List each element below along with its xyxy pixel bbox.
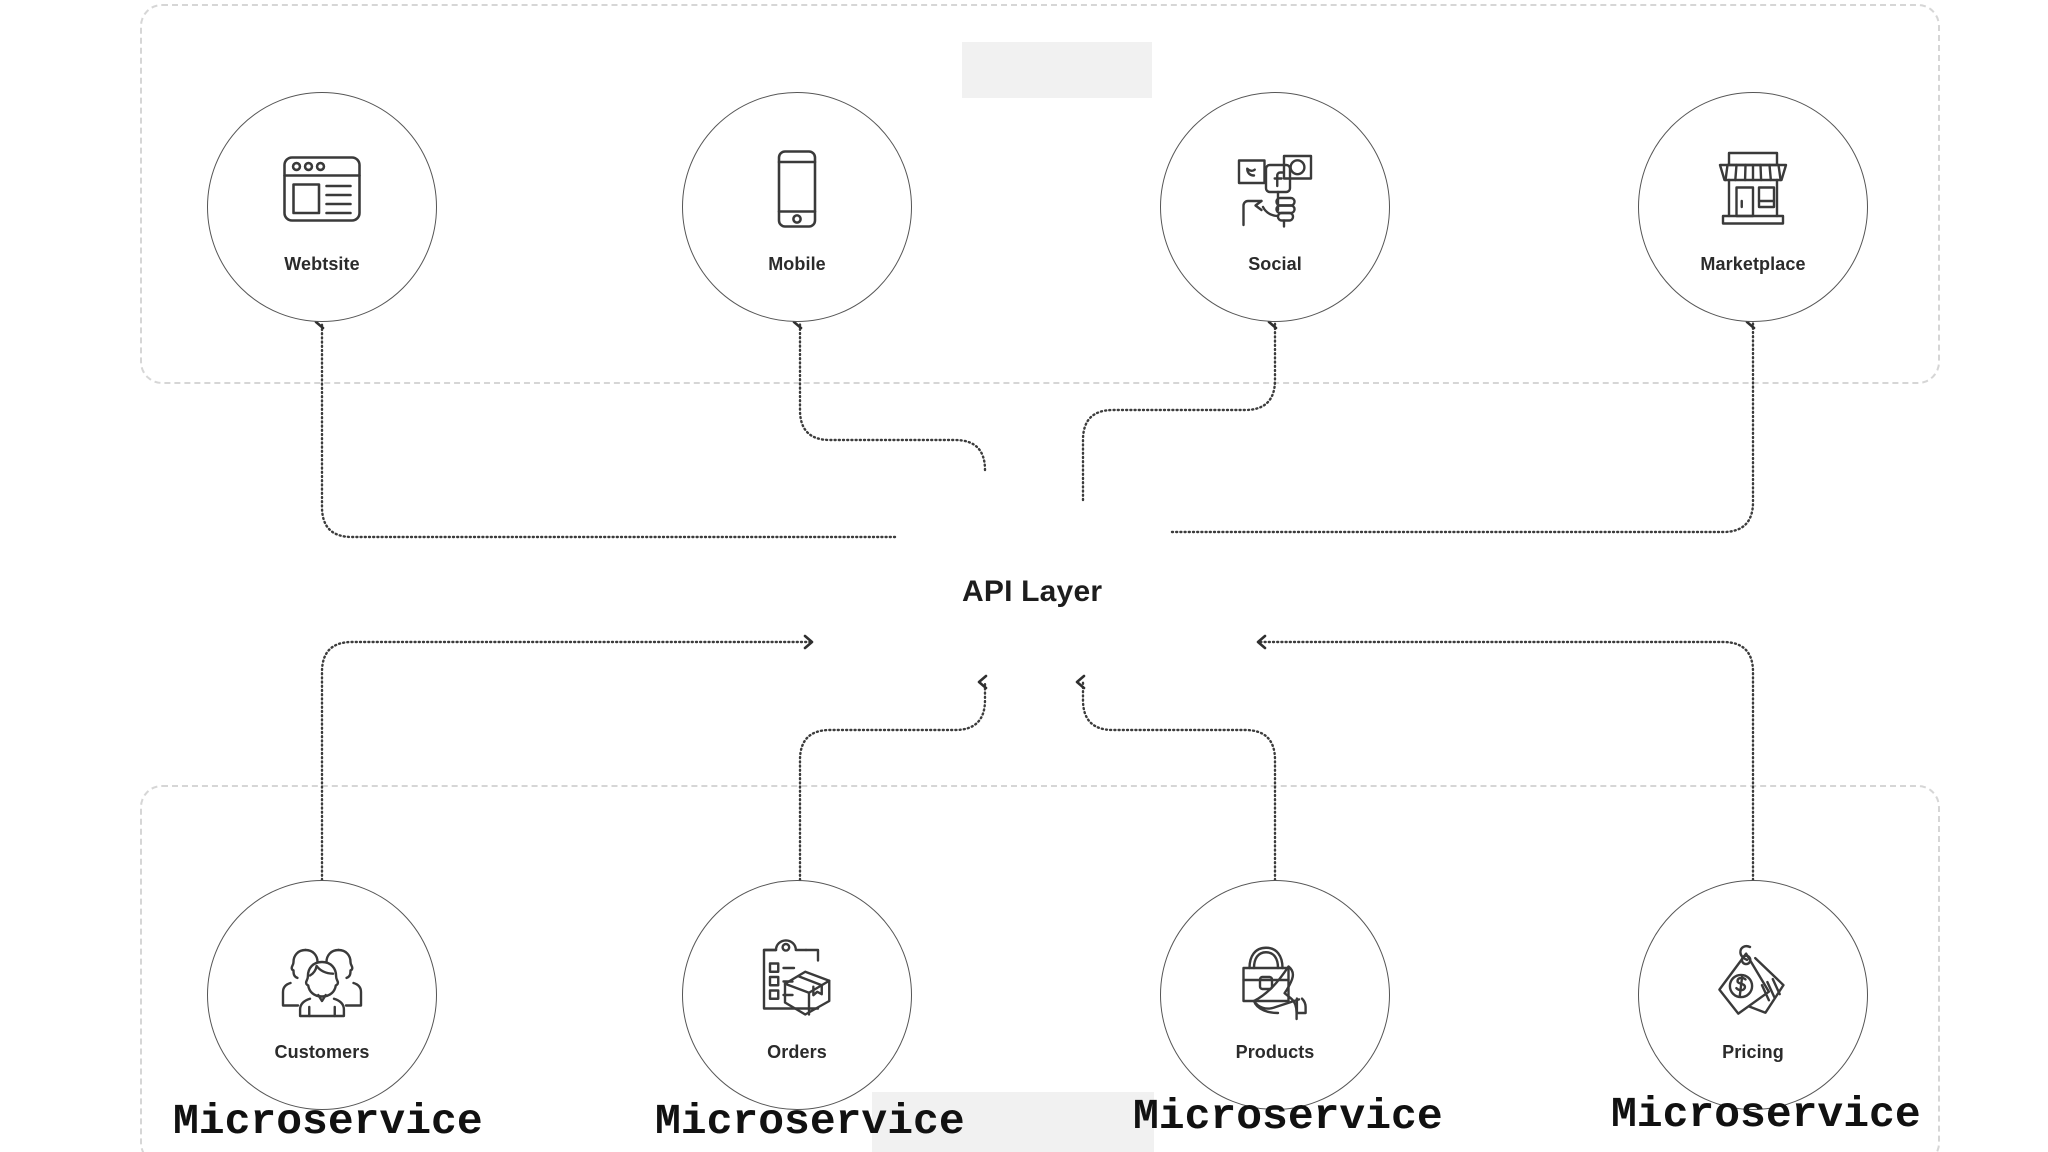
placeholder-block-top	[962, 42, 1152, 98]
channel-node-label: Webtsite	[284, 254, 360, 274]
api-layer-title: API Layer	[962, 575, 1103, 608]
storefront-icon	[1705, 141, 1801, 237]
channel-node-webtsite[interactable]: Webtsite	[207, 92, 437, 322]
service-node-orders[interactable]: Orders	[682, 880, 912, 1110]
people-group-icon	[274, 929, 370, 1025]
service-node-label: Products	[1235, 1042, 1315, 1062]
service-node-products[interactable]: Products	[1160, 880, 1390, 1110]
service-node-customers[interactable]: Customers	[207, 880, 437, 1110]
microservice-caption-products: Microservice	[1133, 1092, 1443, 1141]
microservice-caption-orders: Microservice	[655, 1097, 965, 1146]
service-node-label: Pricing	[1722, 1042, 1784, 1062]
channel-node-label: Mobile	[768, 254, 826, 274]
service-node-pricing[interactable]: Pricing	[1638, 880, 1868, 1110]
channel-node-social[interactable]: Social	[1160, 92, 1390, 322]
browser-window-icon	[274, 141, 370, 237]
channels-group-container	[140, 4, 1940, 384]
channel-node-label: Marketplace	[1700, 254, 1806, 274]
microservices-group-container	[140, 785, 1940, 1152]
channel-node-marketplace[interactable]: Marketplace	[1638, 92, 1868, 322]
microservice-caption-customers: Microservice	[173, 1097, 483, 1146]
service-node-label: Orders	[767, 1042, 827, 1062]
clipboard-box-icon	[749, 929, 845, 1025]
social-media-hand-icon	[1227, 141, 1323, 237]
placeholder-block-bottom	[872, 1092, 1154, 1152]
handbag-heel-icon	[1227, 929, 1323, 1025]
microservice-caption-pricing: Microservice	[1611, 1090, 1921, 1139]
smartphone-icon	[749, 141, 845, 237]
channel-node-mobile[interactable]: Mobile	[682, 92, 912, 322]
price-tags-icon	[1705, 929, 1801, 1025]
service-node-label: Customers	[274, 1042, 370, 1062]
channel-node-label: Social	[1248, 254, 1302, 274]
